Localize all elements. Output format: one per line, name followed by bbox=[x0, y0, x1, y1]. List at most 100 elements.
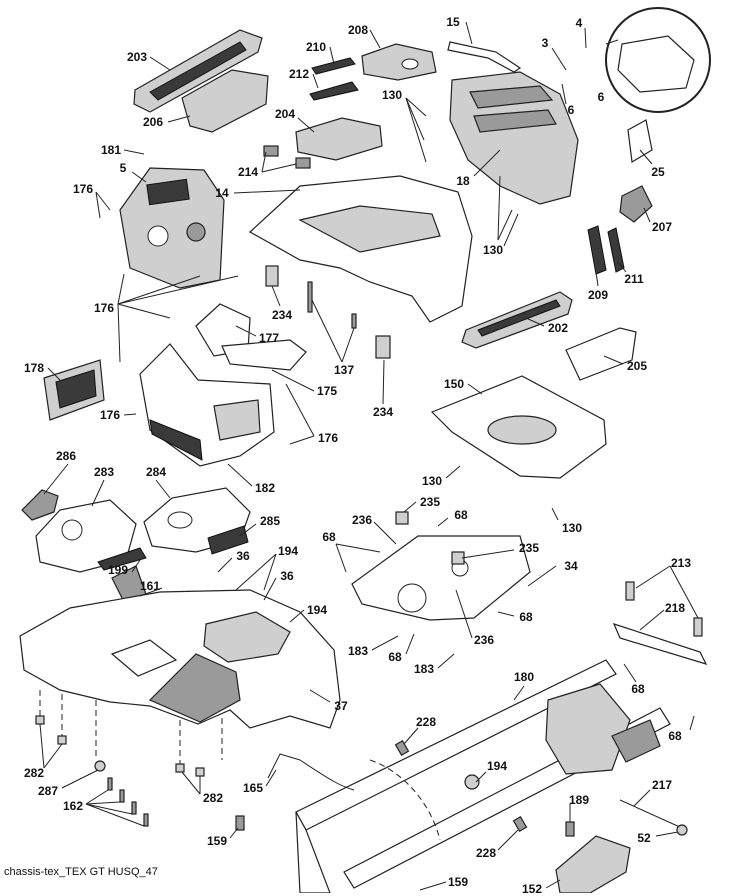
callout-207: 207 bbox=[651, 220, 673, 234]
callout-183: 183 bbox=[347, 644, 369, 658]
callout-236: 236 bbox=[351, 513, 373, 527]
callout-130: 130 bbox=[381, 88, 403, 102]
callout-162: 162 bbox=[62, 799, 84, 813]
callout-234: 234 bbox=[271, 308, 293, 322]
part-203-grille-mesh bbox=[149, 41, 247, 101]
pointer-line-inset bbox=[605, 39, 619, 45]
callout-176: 176 bbox=[72, 182, 94, 196]
part-5-dash-panel bbox=[119, 167, 225, 289]
part-180-hitch bbox=[611, 719, 661, 763]
callout-234: 234 bbox=[372, 405, 394, 419]
callout-282: 282 bbox=[202, 791, 224, 805]
part-282-clip-c bbox=[175, 763, 185, 773]
callout-183: 183 bbox=[413, 662, 435, 676]
part-283-hole bbox=[61, 519, 83, 541]
part-162-screw-a bbox=[107, 777, 113, 791]
callout-159: 159 bbox=[447, 875, 469, 889]
callout-165: 165 bbox=[242, 781, 264, 795]
callout-205: 205 bbox=[626, 359, 648, 373]
part-213-bolt-a bbox=[625, 581, 635, 601]
callout-37: 37 bbox=[334, 699, 348, 713]
part-137-rod-b bbox=[351, 313, 357, 329]
part-52-end bbox=[676, 824, 688, 836]
callout-6: 6 bbox=[597, 90, 605, 104]
part-194-nut bbox=[464, 774, 480, 790]
part-189-bolt bbox=[565, 821, 575, 837]
part-287-washer bbox=[94, 760, 106, 772]
part-37-cutout bbox=[110, 639, 178, 677]
part-228-pin-b bbox=[512, 815, 528, 833]
part-282-clip-b bbox=[57, 735, 67, 745]
callout-68: 68 bbox=[631, 682, 645, 696]
callout-236: 236 bbox=[473, 633, 495, 647]
part-5-knob bbox=[186, 222, 206, 242]
part-234-strip-a bbox=[265, 265, 279, 287]
callout-150: 150 bbox=[443, 377, 465, 391]
callout-208: 208 bbox=[347, 23, 369, 37]
leader-lines bbox=[39, 21, 699, 891]
part-283-fender-left bbox=[35, 499, 137, 573]
callout-68: 68 bbox=[454, 508, 468, 522]
part-5-dash-opening bbox=[146, 178, 190, 206]
part-284-hole bbox=[167, 511, 193, 529]
callout-199: 199 bbox=[107, 563, 129, 577]
callout-68: 68 bbox=[322, 530, 336, 544]
part-152-plate bbox=[555, 835, 631, 893]
callout-194: 194 bbox=[486, 759, 508, 773]
part-210-vent bbox=[311, 57, 356, 75]
callout-130: 130 bbox=[421, 474, 443, 488]
callout-287: 287 bbox=[37, 784, 59, 798]
callout-217: 217 bbox=[651, 778, 673, 792]
callout-152: 152 bbox=[521, 882, 543, 896]
callout-175: 175 bbox=[316, 384, 338, 398]
part-25-clip bbox=[627, 119, 653, 163]
callout-194: 194 bbox=[277, 544, 299, 558]
part-199-strip bbox=[97, 547, 147, 571]
callout-3: 3 bbox=[541, 36, 549, 50]
part-282-clip-d bbox=[195, 767, 205, 777]
part-34-plate-hole-a bbox=[397, 583, 427, 613]
callout-194: 194 bbox=[306, 603, 328, 617]
part-202-grille-mesh bbox=[477, 299, 561, 337]
part-159-bolt bbox=[235, 815, 245, 831]
part-286-cap bbox=[21, 489, 59, 521]
part-34-plate bbox=[351, 535, 531, 621]
part-175-bracket bbox=[221, 339, 307, 371]
part-180-frame-front bbox=[295, 811, 331, 893]
part-5-gauge bbox=[147, 225, 169, 247]
callout-177: 177 bbox=[258, 331, 280, 345]
part-178-vent-mesh bbox=[55, 369, 97, 409]
callout-18: 18 bbox=[456, 174, 470, 188]
part-18-hood-slots-2 bbox=[473, 109, 557, 133]
callout-283: 283 bbox=[93, 465, 115, 479]
callout-36: 36 bbox=[236, 549, 250, 563]
part-162-screw-d bbox=[143, 813, 149, 827]
callout-235: 235 bbox=[419, 495, 441, 509]
callout-206: 206 bbox=[142, 115, 164, 129]
part-37-seat-well bbox=[203, 611, 291, 663]
part-212-vent bbox=[309, 81, 359, 101]
part-234-strip-b bbox=[375, 335, 391, 359]
part-285-pad bbox=[207, 525, 249, 555]
part-15-trim bbox=[447, 41, 522, 73]
part-282-clip-a bbox=[35, 715, 45, 725]
part-209-bracket bbox=[587, 225, 607, 275]
part-217-rod bbox=[619, 799, 683, 829]
callout-68: 68 bbox=[519, 610, 533, 624]
callout-137: 137 bbox=[333, 363, 355, 377]
callout-176: 176 bbox=[317, 431, 339, 445]
part-211-bracket bbox=[607, 227, 625, 273]
part-137-rod-a bbox=[307, 281, 313, 313]
part-177-bracket bbox=[195, 303, 251, 357]
callout-180: 180 bbox=[513, 670, 535, 684]
part-213-bolt-b bbox=[693, 617, 703, 637]
part-228-pin-a bbox=[394, 739, 410, 757]
callout-212: 212 bbox=[288, 67, 310, 81]
part-214-clip-a bbox=[263, 145, 279, 157]
callout-209: 209 bbox=[587, 288, 609, 302]
part-180-axle-mount bbox=[545, 683, 631, 775]
callout-204: 204 bbox=[274, 107, 296, 121]
callout-284: 284 bbox=[145, 465, 167, 479]
part-182-console-panel bbox=[213, 399, 261, 441]
